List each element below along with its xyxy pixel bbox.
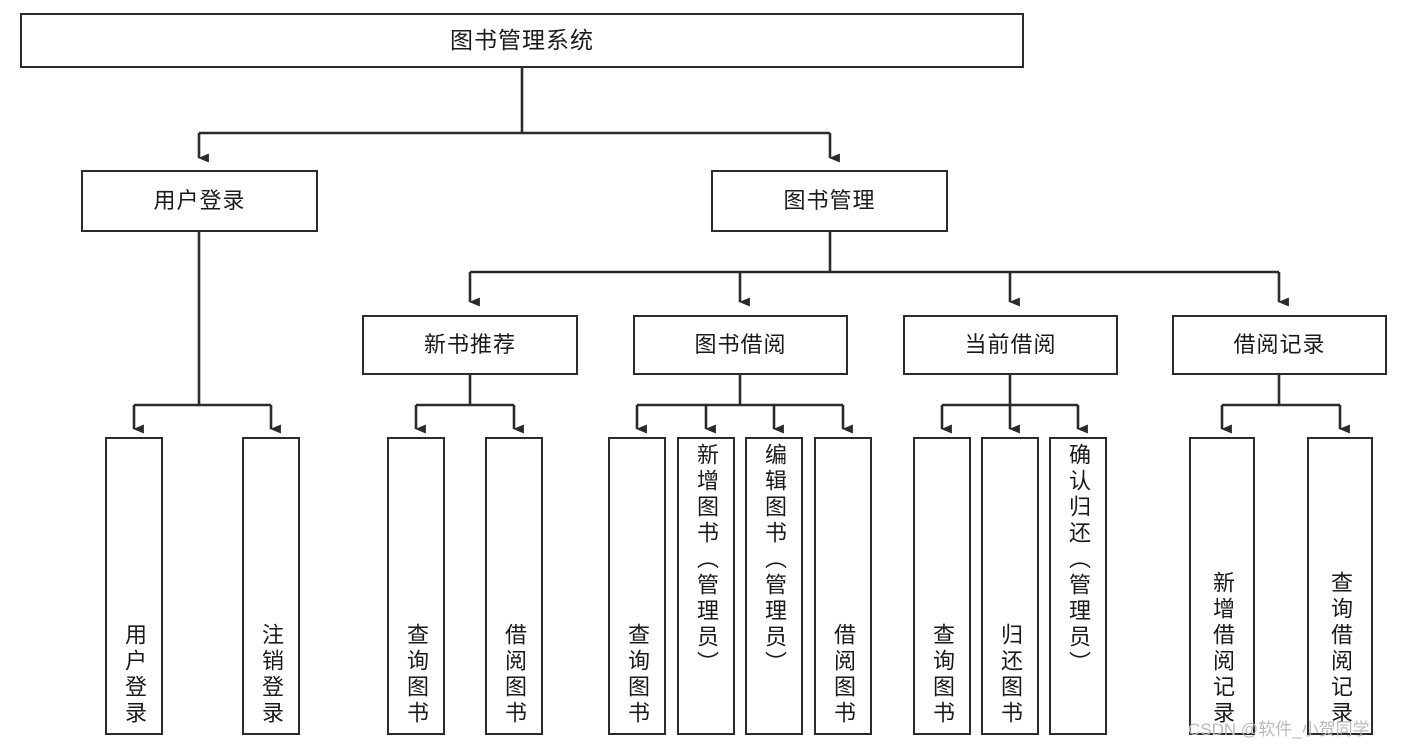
node-label: 编辑图书（管理员） — [762, 443, 787, 677]
leaf-query-book-current[interactable]: 查询图书 — [913, 437, 971, 735]
leaf-logout-login[interactable]: 注销登录 — [242, 437, 300, 735]
node-label: 借阅记录 — [1233, 332, 1326, 357]
leaf-add-borrow-record[interactable]: 新增借阅记录 — [1189, 437, 1255, 735]
node-label: 确认归还（管理员） — [1066, 443, 1091, 677]
node-label: 新增图书（管理员） — [694, 443, 719, 677]
csdn-watermark: CSDN @软件_小贺同学 — [1188, 720, 1370, 739]
node-label: 查询图书 — [625, 623, 650, 727]
node-current-borrow[interactable]: 当前借阅 — [903, 315, 1118, 375]
node-label: 新书推荐 — [423, 332, 516, 357]
node-label: 图书借阅 — [694, 332, 787, 357]
node-label: 查询借阅记录 — [1328, 571, 1353, 727]
leaf-query-book-recommend[interactable]: 查询图书 — [387, 437, 445, 735]
leaf-add-book-admin[interactable]: 新增图书（管理员） — [677, 437, 735, 735]
node-label: 查询图书 — [930, 623, 955, 727]
node-user-login[interactable]: 用户登录 — [81, 170, 318, 232]
node-label: 借阅图书 — [502, 623, 527, 727]
node-borrow-record[interactable]: 借阅记录 — [1172, 315, 1387, 375]
node-label: 用户登录 — [153, 188, 246, 213]
leaf-user-login[interactable]: 用户登录 — [105, 437, 163, 735]
leaf-edit-book-admin[interactable]: 编辑图书（管理员） — [745, 437, 803, 735]
node-book-management[interactable]: 图书管理 — [711, 170, 948, 232]
node-label: 用户登录 — [122, 623, 147, 727]
node-label: 图书管理系统 — [450, 27, 594, 53]
node-label: 注销登录 — [259, 623, 284, 727]
leaf-borrow-book-borrow[interactable]: 借阅图书 — [814, 437, 872, 735]
node-label: 借阅图书 — [831, 623, 856, 727]
leaf-query-borrow-record[interactable]: 查询借阅记录 — [1307, 437, 1373, 735]
leaf-borrow-book-recommend[interactable]: 借阅图书 — [485, 437, 543, 735]
leaf-query-book-borrow[interactable]: 查询图书 — [608, 437, 666, 735]
node-label: 图书管理 — [783, 188, 876, 213]
node-label: 新增借阅记录 — [1210, 571, 1235, 727]
leaf-return-book[interactable]: 归还图书 — [981, 437, 1039, 735]
node-new-book-recommend[interactable]: 新书推荐 — [362, 315, 578, 375]
node-label: 归还图书 — [998, 623, 1023, 727]
leaf-confirm-return-admin[interactable]: 确认归还（管理员） — [1049, 437, 1107, 735]
node-label: 当前借阅 — [964, 332, 1057, 357]
node-root-system[interactable]: 图书管理系统 — [20, 13, 1024, 68]
node-book-borrow[interactable]: 图书借阅 — [633, 315, 848, 375]
node-label: 查询图书 — [404, 623, 429, 727]
